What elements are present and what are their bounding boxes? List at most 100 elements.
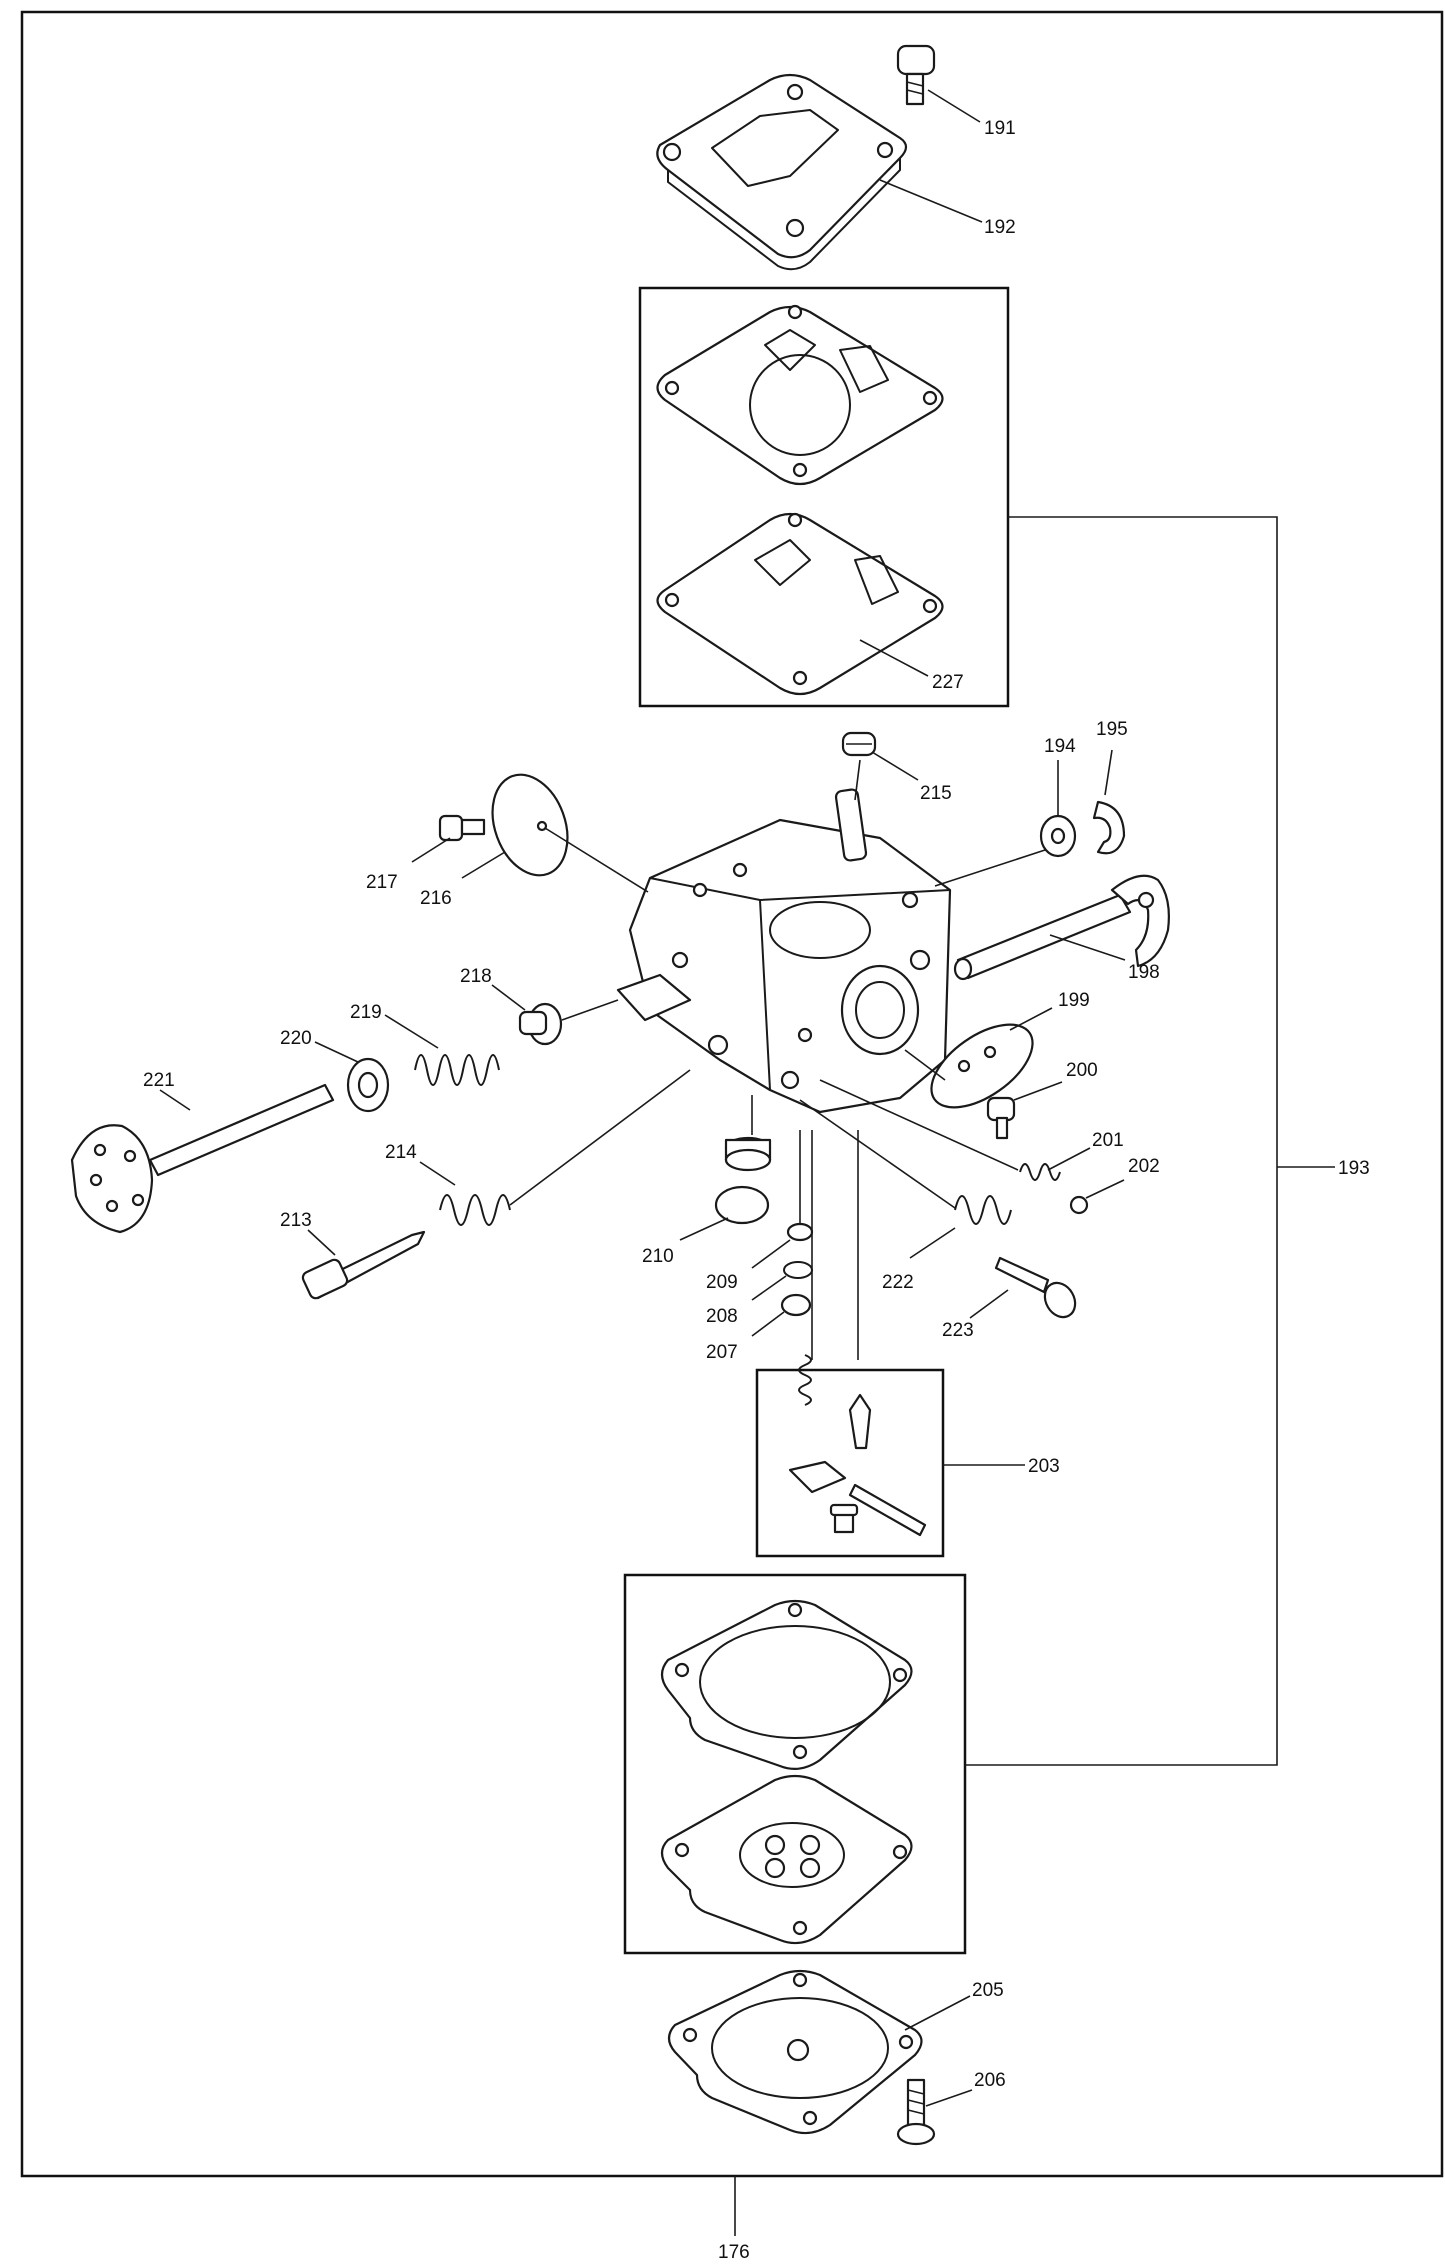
plug-218 [518,1002,563,1046]
leader-215 [871,751,919,781]
screw-217 [438,814,486,842]
callout-213: 213 [280,1210,312,1231]
cap-215 [841,731,877,757]
leader-198-axis [934,849,1046,887]
washer-220 [346,1057,390,1113]
ball-202 [1069,1195,1089,1215]
callout-222: 222 [882,1272,914,1293]
o-ring-208 [783,1261,813,1279]
leader-214-axis [509,1069,691,1206]
metering-cover-205 [667,1969,923,2135]
filter-screen-210 [714,1185,770,1225]
callout-216: 216 [420,888,452,909]
choke-shaft-221 [70,1083,335,1234]
callout-223: 223 [942,1320,974,1341]
leader-217 [411,837,451,863]
leader-221 [159,1089,191,1111]
callout-206: 206 [974,2070,1006,2091]
spring-222 [954,1195,1012,1225]
callout-217: 217 [366,872,398,893]
filter-cap-210 [724,1136,772,1172]
callout-207: 207 [706,1342,738,1363]
callout-201: 201 [1092,1130,1124,1151]
kit-bracket-193 [965,516,1278,1766]
callout-218: 218 [460,966,492,987]
callout-191: 191 [984,118,1016,139]
callout-176: 176 [718,2242,750,2263]
callout-208: 208 [706,1306,738,1327]
leader-214 [419,1161,456,1186]
callout-202: 202 [1128,1156,1160,1177]
callout-215: 215 [920,783,952,804]
callout-214: 214 [385,1142,417,1163]
needle-kit-203-parts [788,1354,927,1537]
callout-227: 227 [932,672,964,693]
diagram-frame [20,10,1444,2178]
leader-192 [879,179,983,223]
callout-193: 193 [1338,1158,1370,1179]
gasket-kit-box-top [638,286,1010,708]
leader-201-axis [819,1079,1019,1171]
screw-200 [986,1096,1016,1140]
leader-210 [679,1217,729,1241]
needle-kit-box [755,1368,945,1558]
throttle-plate-199 [930,1023,1034,1109]
leader-207 [751,1311,785,1337]
gasket-kit-box-bottom [623,1573,967,1955]
carburetor-body [616,788,952,1114]
screw-206 [896,2078,936,2146]
metering-diaphragm [660,1774,913,1945]
adjusting-screw-213 [301,1230,426,1300]
callout-198: 198 [1128,962,1160,983]
callout-210: 210 [642,1246,674,1267]
leader-223 [969,1289,1009,1319]
leader-218 [491,984,526,1011]
pump-cover-192 [656,73,908,271]
callout-200: 200 [1066,1060,1098,1081]
pump-gasket-upper [656,304,944,486]
callout-194: 194 [1044,736,1076,757]
leader-201 [1047,1147,1091,1171]
leader-213 [307,1229,336,1256]
leader-216-axis [544,827,649,893]
throttle-shaft-198 [953,874,1170,981]
leader-195 [1104,749,1113,796]
callout-221: 221 [143,1070,175,1091]
leader-215-axis [854,759,861,801]
callout-192: 192 [984,217,1016,238]
spring-219 [414,1054,500,1086]
screw-191 [896,44,936,106]
callout-220: 220 [280,1028,312,1049]
leader-199 [1009,1007,1053,1031]
callout-203: 203 [1028,1456,1060,1477]
leader-227 [859,639,929,677]
seal-207 [780,1293,812,1317]
leader-205 [904,1995,971,2031]
metering-gasket [660,1599,913,1771]
plug-209 [786,1222,814,1242]
callout-195: 195 [1096,719,1128,740]
spring-201 [1019,1163,1061,1181]
leader-218-axis [561,999,619,1021]
leader-191 [927,89,981,123]
leader-209 [751,1239,791,1269]
choke-plate-216 [491,773,569,877]
callout-205: 205 [972,1980,1004,2001]
leader-222-axis [799,1099,956,1209]
leader-216 [461,851,506,879]
e-clip-195 [1092,800,1126,855]
callout-219: 219 [350,1002,382,1023]
leader-222 [909,1227,956,1259]
leader-198 [1049,934,1126,961]
callout-199: 199 [1058,990,1090,1011]
leader-208 [751,1275,787,1301]
leader-219 [384,1014,439,1049]
leader-199-axis [904,1049,946,1081]
pump-diaphragm-227 [656,512,944,696]
washer-194 [1039,814,1077,858]
callout-209: 209 [706,1272,738,1293]
leader-200 [1013,1081,1063,1101]
leader-220 [314,1041,359,1063]
leader-202 [1085,1179,1125,1199]
spring-214 [439,1194,511,1226]
